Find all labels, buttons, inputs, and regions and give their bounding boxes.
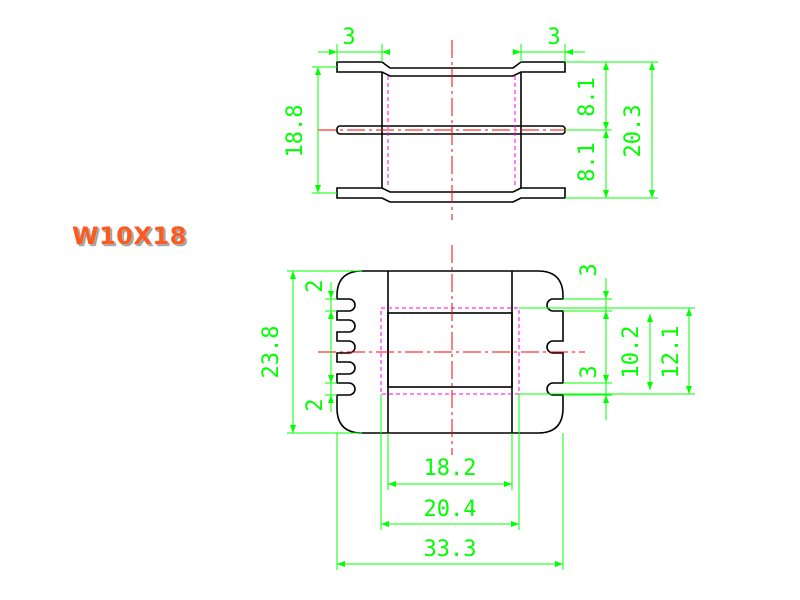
top-view-arrows xyxy=(315,49,655,198)
dim-outer-height: 12.1 xyxy=(659,326,684,379)
top-view xyxy=(336,61,566,203)
dim-slot-pitch-bottom: 3 xyxy=(577,365,602,378)
front-view-arrows xyxy=(290,271,692,567)
top-view-dimensions xyxy=(312,44,658,199)
dim-core-width: 18.2 xyxy=(424,456,477,481)
dim-front-height: 23.8 xyxy=(259,326,284,379)
top-view-hidden-lines xyxy=(387,76,516,188)
front-view-hidden-lines xyxy=(380,307,520,395)
dim-flange-right: 3 xyxy=(547,25,560,50)
dim-upper-section: 8.1 xyxy=(575,77,600,117)
dim-flange-left: 3 xyxy=(342,25,355,50)
dim-overall-width: 33.3 xyxy=(424,537,477,562)
dim-height-left: 18.8 xyxy=(283,105,308,158)
dim-lower-section: 8.1 xyxy=(575,142,600,182)
dim-inner-width: 20.4 xyxy=(424,497,477,522)
dim-slot-bottom-gap: 2 xyxy=(303,398,328,411)
dim-slot-pitch-top: 3 xyxy=(577,263,602,276)
dim-slot-top-gap: 2 xyxy=(303,279,328,292)
dim-height-right: 20.3 xyxy=(621,105,646,158)
top-view-centerlines xyxy=(318,40,585,220)
front-view-centerlines xyxy=(318,245,585,455)
part-title: W10X18 xyxy=(72,222,187,250)
bottom-flange xyxy=(336,187,566,203)
top-flange xyxy=(336,61,566,77)
front-outline xyxy=(336,270,564,434)
front-window xyxy=(387,312,513,388)
front-view-dimensions xyxy=(287,270,695,570)
dim-inner-height: 10.2 xyxy=(619,326,644,379)
